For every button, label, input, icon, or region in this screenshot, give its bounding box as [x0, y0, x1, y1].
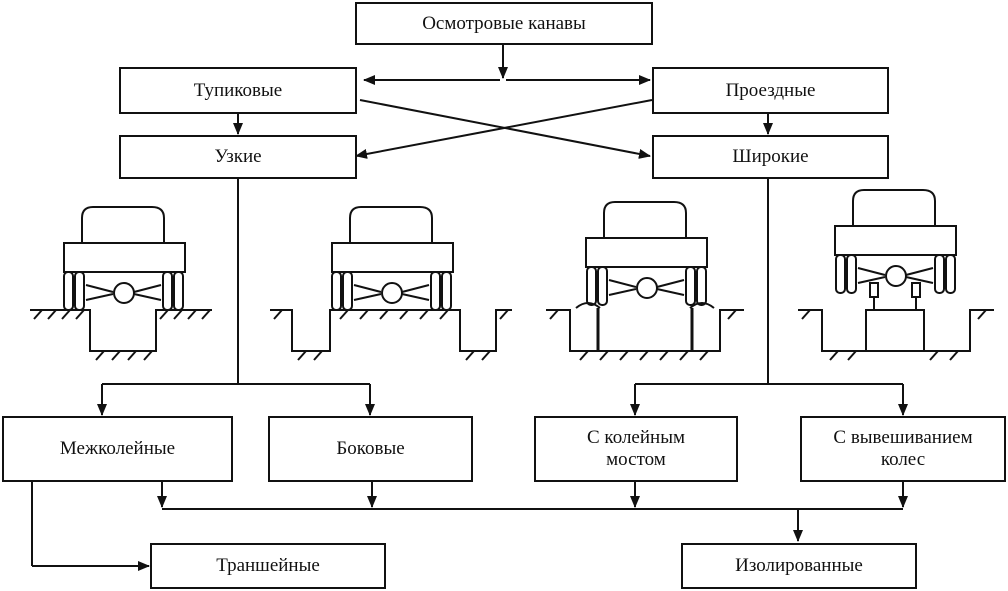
illustration-track-bridge — [546, 201, 744, 361]
box-track-bridge: С колейным мостом — [534, 416, 738, 482]
connectors — [31, 44, 908, 571]
box-side: Боковые — [268, 416, 473, 482]
illustration-side — [270, 206, 512, 361]
box-dead-end: Тупиковые — [119, 67, 357, 114]
box-between-track: Межколейные — [2, 416, 233, 482]
box-isolated: Изолированные — [681, 543, 917, 589]
box-root: Осмотровые канавы — [355, 2, 653, 45]
illustration-between-track — [30, 206, 212, 361]
box-trench: Траншейные — [150, 543, 386, 589]
box-through: Проездные — [652, 67, 889, 114]
arrow-through-to-narrow — [355, 99, 653, 159]
box-wide: Широкие — [652, 135, 889, 179]
box-narrow: Узкие — [119, 135, 357, 179]
illustration-wheel-lift — [798, 189, 994, 361]
box-wheel-lift: С вывешиванием колес — [800, 416, 1006, 482]
